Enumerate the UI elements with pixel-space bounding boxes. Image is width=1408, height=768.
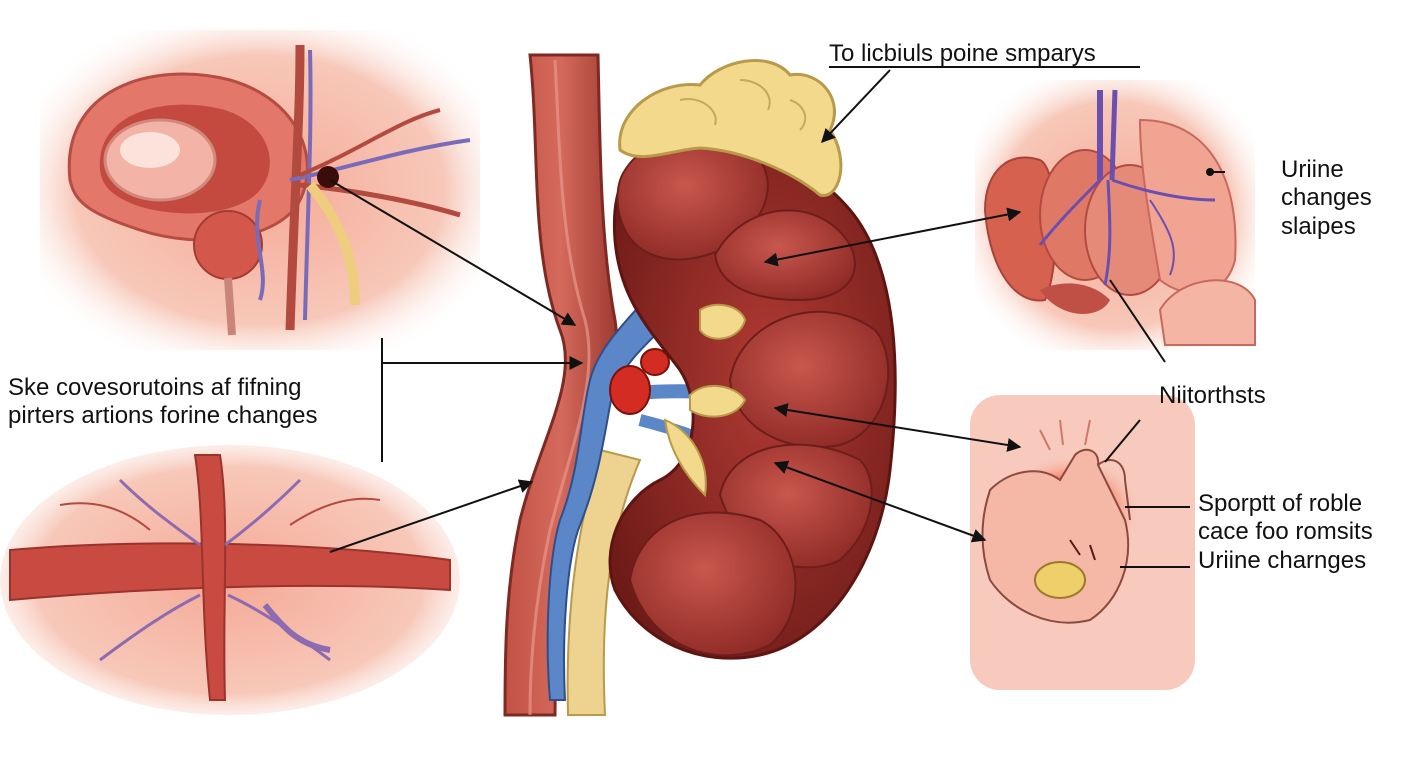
arrow-mid-right bbox=[773, 403, 1022, 452]
vessel-stem bbox=[224, 277, 236, 336]
vein-branch-2 bbox=[255, 199, 265, 301]
vessel-bulb bbox=[193, 210, 263, 280]
panel-top-right bbox=[975, 80, 1256, 350]
organ-bottom-lobe bbox=[1158, 279, 1256, 346]
branch-b bbox=[224, 478, 302, 547]
vessel-horizontal bbox=[9, 542, 451, 602]
label-right-bottom: Sporptt of roble cace foo romsits Uriine… bbox=[1198, 490, 1373, 575]
vein-main-b bbox=[1109, 89, 1118, 181]
label-left-line-1: Ske covesorutoins af fifning bbox=[8, 374, 302, 401]
arrow-bottom-left bbox=[329, 479, 534, 553]
label-right-top-line-1: Uriine bbox=[1281, 156, 1344, 183]
label-middle-right: Niitorthsts bbox=[1159, 382, 1266, 409]
aorta-body bbox=[503, 53, 619, 717]
marker-dot bbox=[1206, 168, 1214, 176]
label-right-top: Uriine changes slaipes bbox=[1281, 156, 1372, 241]
branch-a bbox=[118, 478, 201, 547]
stone-object bbox=[1034, 561, 1086, 599]
vessel-vertical-trunk bbox=[193, 454, 227, 701]
clot-b bbox=[640, 348, 670, 376]
label-right-bottom-line-3: Uriine charnges bbox=[1198, 546, 1367, 574]
calyx-b bbox=[689, 384, 747, 418]
leader-mid-up bbox=[1109, 279, 1166, 363]
arrow-top-left bbox=[329, 179, 577, 326]
lesion-spot bbox=[317, 166, 339, 188]
organ-tissue bbox=[1040, 283, 1110, 314]
aorta bbox=[503, 53, 619, 717]
vessel-vertical bbox=[285, 44, 305, 331]
label-right-bottom-line-1: Sporptt of roble bbox=[1198, 490, 1363, 517]
arrow-right-top bbox=[763, 207, 1022, 267]
vein-down bbox=[1103, 179, 1112, 286]
nerve-yellow bbox=[306, 181, 360, 306]
arrow-top-label bbox=[821, 69, 891, 144]
pain-lines bbox=[1039, 419, 1091, 451]
adrenal-texture bbox=[679, 79, 807, 131]
vein-left bbox=[1038, 178, 1102, 246]
skin-cracks bbox=[1069, 539, 1096, 561]
label-left-line-2: pirters artions forine changes bbox=[8, 402, 318, 430]
calyx-c bbox=[663, 418, 707, 498]
chamber-highlight bbox=[120, 132, 180, 168]
label-right-top-line-2: changes bbox=[1281, 184, 1372, 212]
branch-g bbox=[262, 603, 331, 653]
vein-right bbox=[1111, 178, 1216, 202]
leader-mid-down bbox=[1104, 419, 1141, 463]
label-top: To licbiuls poine smparys bbox=[829, 40, 1096, 67]
arrow-bottom-right bbox=[773, 460, 987, 543]
label-right-top-line-3: slaipes bbox=[1281, 212, 1356, 240]
leader-lines bbox=[329, 66, 1225, 568]
hand-shape bbox=[981, 448, 1130, 624]
kidney-lobe-5 bbox=[628, 511, 797, 657]
branch-e bbox=[59, 502, 151, 531]
finger-outline bbox=[1097, 459, 1131, 521]
aorta-highlight bbox=[528, 59, 591, 716]
artery-branch-2 bbox=[299, 108, 441, 177]
calyx-a bbox=[699, 303, 747, 340]
renal-vessels bbox=[546, 273, 753, 716]
vein-branch-1 bbox=[289, 138, 471, 182]
panel-top-left bbox=[40, 30, 480, 350]
vein-right-down bbox=[1149, 199, 1175, 276]
label-left: Ske covesorutoins af fifning pirters art… bbox=[8, 374, 318, 431]
panel-bottom-right bbox=[970, 395, 1195, 690]
label-right-bottom-line-2: cace foo romsits bbox=[1198, 518, 1373, 546]
branch-f bbox=[289, 497, 381, 526]
branch-c bbox=[99, 593, 201, 662]
panel-bottom-left bbox=[0, 445, 460, 715]
clot-a bbox=[609, 365, 651, 415]
